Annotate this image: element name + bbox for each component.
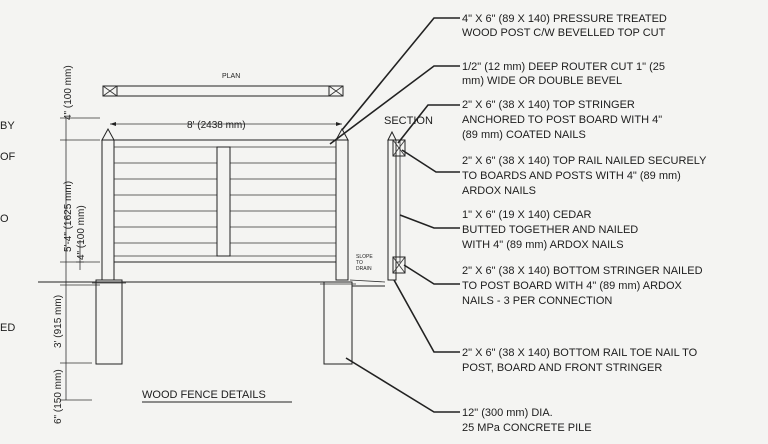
svg-text:2" X 6" (38 X 140) BOTTOM STRI: 2" X 6" (38 X 140) BOTTOM STRINGER NAILE… [462, 265, 703, 277]
section-top-stringer [392, 139, 406, 157]
callout-bottom-stringer: 2" X 6" (38 X 140) BOTTOM STRINGER NAILE… [462, 265, 703, 307]
svg-text:POST, BOARD AND FRONT STRINGER: POST, BOARD AND FRONT STRINGER [462, 362, 662, 374]
section-label: SECTION [384, 115, 433, 127]
svg-text:2" X 6" (38 X 140) BOTTOM RAIL: 2" X 6" (38 X 140) BOTTOM RAIL TOE NAIL … [462, 347, 698, 359]
left-note-4: ED [0, 322, 15, 334]
dim-bottom-gap: 4" (100 mm) [76, 205, 87, 260]
svg-text:mm) WIDE OR DOUBLE BEVEL: mm) WIDE OR DOUBLE BEVEL [462, 75, 622, 87]
svg-text:25 MPa CONCRETE PILE: 25 MPa CONCRETE PILE [462, 422, 592, 434]
dim-top-height: 4" (100 mm) [63, 65, 74, 120]
svg-text:TO POST BOARD WITH 4" (89 mm): TO POST BOARD WITH 4" (89 mm) ARDOX [462, 280, 683, 292]
center-stud [216, 146, 231, 257]
slope-label-3: DRAIN [356, 266, 372, 272]
board-panel [113, 139, 337, 263]
callout-top-rail: 2" X 6" (38 X 140) TOP RAIL NAILED SECUR… [462, 155, 707, 197]
dim-pile-depth: 3' (915 mm) [53, 295, 64, 348]
left-cut-notes: BY OF O ED [0, 120, 16, 334]
svg-text:ARDOX NAILS: ARDOX NAILS [462, 185, 536, 197]
svg-text:2" X 6" (38 X 140) TOP STRINGE: 2" X 6" (38 X 140) TOP STRINGER [462, 99, 635, 111]
svg-text:ANCHORED TO POST BOARD WITH 4: ANCHORED TO POST BOARD WITH 4" [462, 114, 662, 126]
drawing-title-block: WOOD FENCE DETAILS [142, 389, 292, 403]
plan-label: PLAN [222, 73, 240, 80]
section-boards [395, 139, 401, 263]
left-pile [95, 279, 123, 365]
left-note-1: BY [0, 120, 15, 132]
slope-label-1: SLOPE [356, 254, 373, 260]
svg-text:4" X 6" (89 X 140) PRESSURE TR: 4" X 6" (89 X 140) PRESSURE TREATED [462, 13, 667, 25]
svg-text:1/2" (12 mm) DEEP ROUTER CUT 1: 1/2" (12 mm) DEEP ROUTER CUT 1" (25 [462, 61, 665, 73]
left-note-3: O [0, 213, 9, 225]
vertical-dimensions: 4" (100 mm) 5'-4" (1625 mm) 4" (100 mm) … [53, 65, 100, 424]
callout-post: 4" X 6" (89 X 140) PRESSURE TREATED WOOD… [462, 13, 667, 39]
svg-text:BUTTED TOGETHER AND NAILED: BUTTED TOGETHER AND NAILED [462, 224, 638, 236]
leader-lines [329, 17, 460, 413]
dim-fence-height: 5'-4" (1625 mm) [63, 181, 74, 252]
right-pile [323, 281, 353, 365]
callout-concrete-pile: 12" (300 mm) DIA. 25 MPa CONCRETE PILE [462, 407, 592, 434]
svg-text:TO BOARDS AND POSTS WITH 4" (8: TO BOARDS AND POSTS WITH 4" (89 mm) [462, 170, 681, 182]
svg-text:1" X 6" (19 X 140) CEDAR: 1" X 6" (19 X 140) CEDAR [462, 209, 592, 221]
section-view: SECTION [384, 115, 433, 281]
width-dimension: 8' (2438 mm) [110, 120, 342, 131]
drawing-title: WOOD FENCE DETAILS [142, 389, 266, 401]
left-note-2: OF [0, 151, 16, 163]
svg-text:2" X 6" (38 X 140) TOP RAIL NA: 2" X 6" (38 X 140) TOP RAIL NAILED SECUR… [462, 155, 707, 167]
svg-text:NAILS - 3 PER CONNECTION: NAILS - 3 PER CONNECTION [462, 295, 612, 307]
callout-router-cut: 1/2" (12 mm) DEEP ROUTER CUT 1" (25 mm) … [462, 61, 665, 87]
callout-cedar-boards: 1" X 6" (19 X 140) CEDAR BUTTED TOGETHER… [462, 209, 638, 251]
slope-label-2: TO [356, 260, 363, 266]
svg-text:WITH 4" (89 mm) ARDOX NAILS: WITH 4" (89 mm) ARDOX NAILS [462, 239, 624, 251]
callout-notes: 4" X 6" (89 X 140) PRESSURE TREATED WOOD… [462, 13, 707, 434]
dim-width: 8' (2438 mm) [187, 120, 246, 131]
right-post [335, 139, 349, 281]
fence-elevation: SLOPE TO DRAIN [38, 127, 386, 365]
callout-bottom-rail: 2" X 6" (38 X 140) BOTTOM RAIL TOE NAIL … [462, 347, 698, 374]
svg-text:12" (300 mm) DIA.: 12" (300 mm) DIA. [462, 407, 553, 419]
svg-text:(89 mm) COATED NAILS: (89 mm) COATED NAILS [462, 129, 586, 141]
left-post [101, 139, 115, 281]
plan-rail [102, 85, 344, 97]
plan-post-right [328, 85, 344, 97]
svg-text:WOOD POST C/W BEVELLED TOP CUT: WOOD POST C/W BEVELLED TOP CUT [462, 27, 666, 39]
callout-top-stringer: 2" X 6" (38 X 140) TOP STRINGER ANCHORED… [462, 99, 662, 141]
plan-post-left [102, 85, 118, 97]
dim-bottom-depth: 6" (150 mm) [53, 369, 64, 424]
plan-view: PLAN [102, 73, 344, 97]
